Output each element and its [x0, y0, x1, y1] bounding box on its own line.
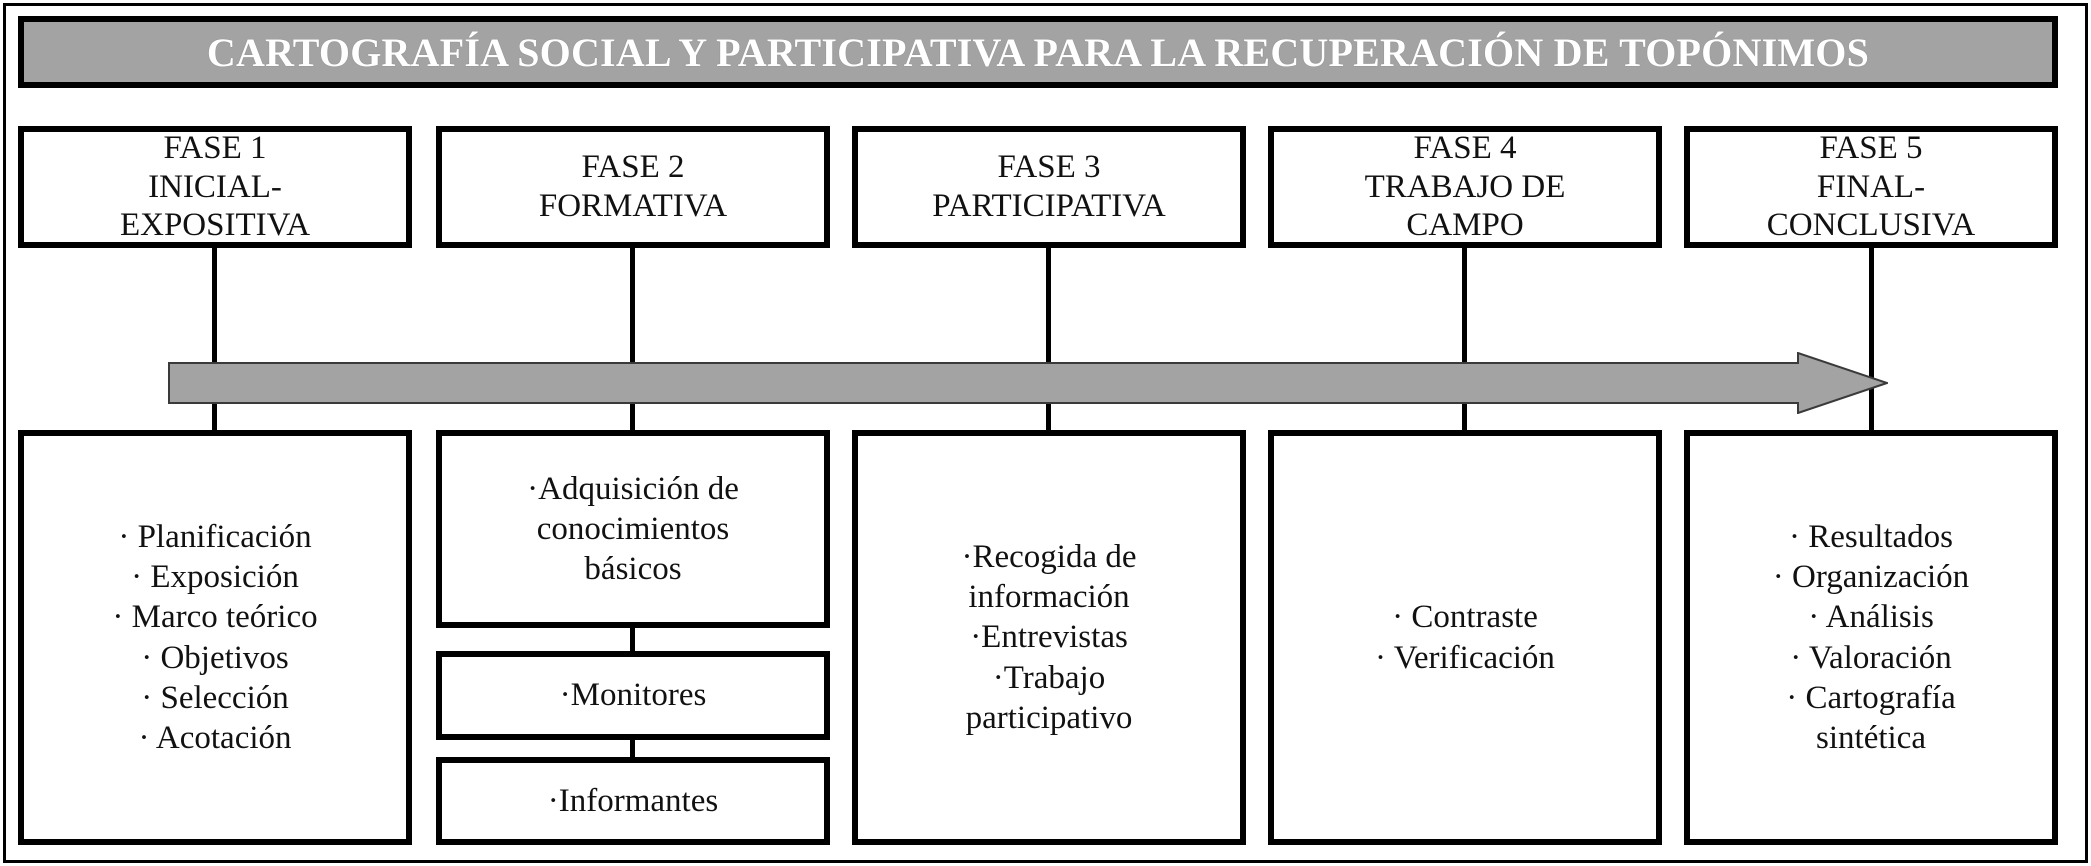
detail-line: · Selección — [141, 679, 289, 716]
diagram-outer-frame — [3, 3, 2088, 863]
phase-heading-line: FASE 2 — [581, 149, 685, 186]
detail-line: ·Trabajo — [992, 659, 1106, 696]
connector-line-fase-2-sub-2 — [630, 740, 635, 759]
detail-line: conocimientos — [536, 510, 730, 547]
detail-line: básicos — [584, 551, 682, 588]
detail-box-fase-4-detalle: · Contraste · Verificación — [1268, 430, 1662, 845]
phase-heading-line: FASE 3 — [997, 149, 1101, 186]
phase-box-fase-3: FASE 3 PARTICIPATIVA — [852, 126, 1246, 248]
phase-box-fase-4: FASE 4 TRABAJO DE CAMPO — [1268, 126, 1662, 248]
connector-line-fase-3 — [1046, 248, 1051, 431]
detail-line: · Acotación — [138, 720, 292, 756]
detail-line: ·Monitores — [559, 677, 707, 714]
detail-box-fase-2-detalle-2: ·Monitores — [436, 651, 830, 740]
detail-line: · Cartografía — [1786, 679, 1956, 716]
detail-line: · Marco teórico — [112, 599, 318, 636]
detail-line: · Contraste — [1392, 599, 1538, 636]
phase-heading-line: CONCLUSIVA — [1766, 207, 1976, 244]
phase-heading-line: TRABAJO DE — [1364, 168, 1566, 205]
flow-arrow-shape — [168, 351, 1891, 415]
phase-heading-line: CAMPO — [1406, 207, 1524, 244]
detail-line: · Verificación — [1375, 639, 1555, 676]
phase-heading-line: INICIAL- — [148, 168, 282, 205]
phase-box-fase-5: FASE 5 FINAL- CONCLUSIVA — [1684, 126, 2058, 248]
phase-box-fase-2: FASE 2 FORMATIVA — [436, 126, 830, 248]
detail-box-fase-1-detalle: · Planificación · Exposición · Marco teó… — [18, 430, 412, 845]
detail-line: sintética — [1816, 720, 1926, 756]
phase-heading-line: EXPOSITIVA — [119, 207, 311, 244]
detail-line: participativo — [965, 699, 1133, 736]
phase-heading-line: FINAL- — [1816, 168, 1926, 205]
phase-box-fase-1: FASE 1 INICIAL- EXPOSITIVA — [18, 126, 412, 248]
phase-heading-line: FASE 4 — [1413, 129, 1517, 166]
detail-line: · Resultados — [1788, 518, 1954, 555]
connector-line-fase-2-sub-1 — [630, 628, 635, 652]
detail-line: · Organización — [1772, 559, 1970, 595]
connector-line-fase-4 — [1462, 248, 1467, 431]
phase-heading-line: FORMATIVA — [538, 188, 728, 224]
connector-line-fase-1 — [212, 248, 217, 431]
detail-line: · Valoración — [1790, 639, 1952, 676]
process-flow-arrow — [168, 351, 1891, 415]
detail-box-fase-2-detalle-1: ·Adquisición de conocimientos básicos — [436, 430, 830, 628]
detail-box-fase-5-detalle: · Resultados · Organización · Análisis ·… — [1684, 430, 2058, 845]
detail-line: ·Informantes — [547, 782, 719, 819]
detail-line: ·Recogida de — [961, 538, 1137, 575]
phase-heading-line: PARTICIPATIVA — [932, 188, 1166, 224]
detail-line: · Objetivos — [141, 639, 289, 676]
detail-line: · Planificación — [118, 518, 312, 555]
diagram-title-banner: CARTOGRAFÍA SOCIAL Y PARTICIPATIVA PARA … — [18, 16, 2058, 88]
phase-heading-line: FASE 1 — [163, 129, 267, 166]
detail-line: · Análisis — [1808, 599, 1934, 636]
detail-line: · Exposición — [131, 559, 299, 595]
detail-line: información — [968, 579, 1130, 616]
connector-line-fase-2 — [630, 248, 635, 431]
connector-line-fase-5 — [1869, 248, 1874, 431]
detail-line: ·Adquisición de — [527, 470, 739, 507]
phase-heading-line: FASE 5 — [1819, 129, 1923, 166]
diagram-title-text: CARTOGRAFÍA SOCIAL Y PARTICIPATIVA PARA … — [206, 29, 1870, 75]
detail-box-fase-3-detalle: ·Recogida de información ·Entrevistas ·T… — [852, 430, 1246, 845]
detail-line: ·Entrevistas — [970, 619, 1128, 656]
detail-box-fase-2-detalle-3: ·Informantes — [436, 757, 830, 845]
